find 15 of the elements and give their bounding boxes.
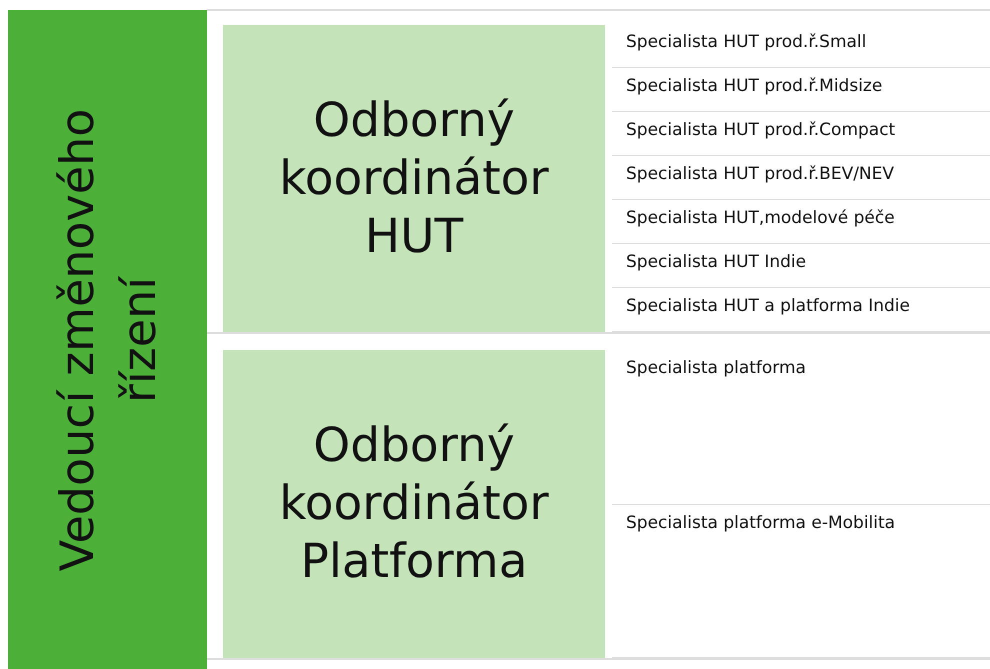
coordinator-box (223, 350, 605, 658)
specialist-title: Specialista HUT,modelové péče (626, 208, 895, 228)
coordinator-title: Odborný koordinátor Platforma (278, 417, 550, 591)
specialist-title: Specialista HUT a platforma Indie (626, 296, 910, 316)
specialist-title: Specialista HUT prod.ř.Midsize (626, 76, 882, 96)
specialist-title: Specialista HUT prod.ř.Compact (626, 120, 896, 140)
department-band (8, 10, 207, 669)
department-title: Vedoucí změnového řízení (48, 107, 166, 573)
specialist-title: Specialista HUT prod.ř.Small (626, 32, 866, 52)
coordinator-title: Odborný koordinátor HUT (278, 92, 550, 266)
specialist-title: Specialista HUT Indie (626, 252, 806, 272)
specialist-title: Specialista HUT prod.ř.BEV/NEV (626, 164, 894, 184)
specialist-title: Specialista platforma e-Mobilita (626, 513, 896, 533)
specialist-title: Specialista platforma (626, 358, 806, 378)
coordinator-box (223, 25, 605, 332)
